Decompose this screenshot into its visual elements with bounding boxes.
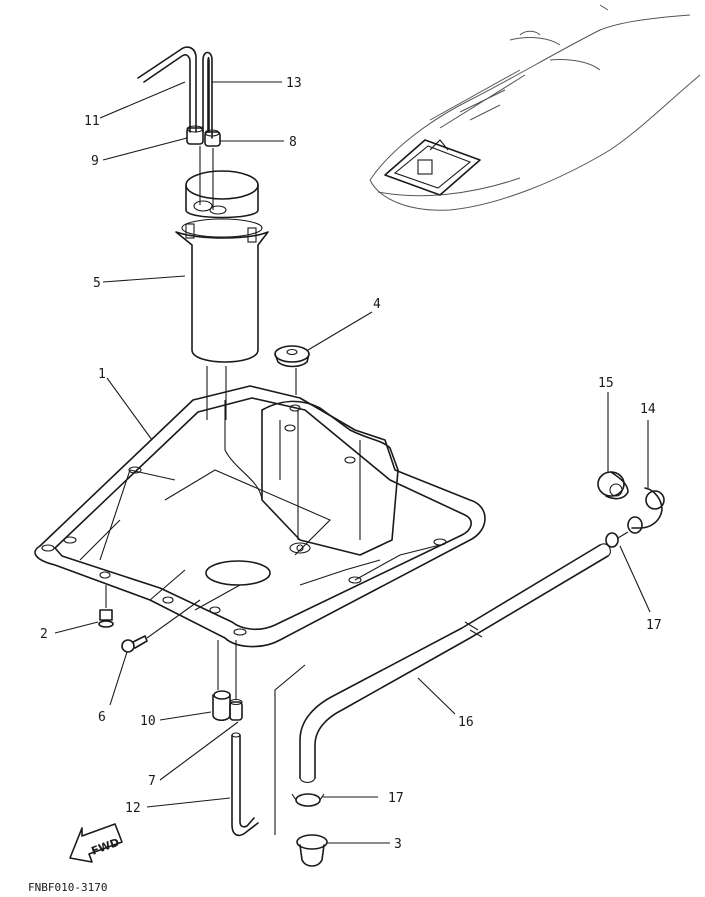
vent-tube-13 — [202, 51, 213, 139]
fwd-label: FWD — [90, 836, 121, 858]
callout-15: 15 — [598, 376, 614, 391]
figure-code: FNBF010-3170 — [28, 881, 107, 894]
hose-16 — [299, 543, 611, 784]
cap-15 — [597, 471, 629, 500]
fitting-8 — [204, 129, 221, 147]
screw-6 — [121, 599, 201, 653]
leader-lines — [54, 81, 651, 844]
callout-3: 3 — [394, 837, 402, 852]
callout-2: 2 — [40, 627, 48, 642]
tray-1 — [34, 385, 486, 648]
callout-6: 6 — [98, 710, 106, 725]
callout-4: 4 — [373, 297, 381, 312]
fitting-guide-lines — [199, 146, 214, 210]
clamp-17-upper — [605, 531, 629, 548]
callout-13: 13 — [286, 76, 302, 91]
screw-2 — [98, 585, 114, 628]
callout-11: 11 — [84, 114, 100, 129]
fwd-arrow: FWD — [69, 823, 123, 863]
callout-16: 16 — [458, 715, 474, 730]
callout-17-lower: 17 — [388, 791, 404, 806]
grommet-3 — [274, 664, 328, 867]
elbow-14 — [627, 487, 665, 534]
vent-tube-11 — [137, 46, 197, 133]
callout-8: 8 — [289, 135, 297, 150]
fitting-9 — [186, 125, 204, 145]
callout-9: 9 — [91, 154, 99, 169]
grommet-4 — [274, 345, 310, 540]
drain-tube-12 — [231, 732, 259, 837]
fitting-7 — [229, 698, 243, 721]
callout-5: 5 — [93, 276, 101, 291]
clamp-17-lower — [291, 793, 325, 807]
callout-labels: 11 13 9 8 5 4 1 15 14 2 6 10 7 12 17 16 … — [40, 76, 662, 852]
callout-10: 10 — [140, 714, 156, 729]
fitting-10 — [212, 640, 237, 722]
canister-5 — [175, 170, 269, 420]
hull-inset-sketch — [369, 4, 701, 211]
callout-1: 1 — [98, 367, 106, 382]
callout-7: 7 — [148, 774, 156, 789]
callout-14: 14 — [640, 402, 656, 417]
callout-17-upper: 17 — [646, 618, 662, 633]
callout-12: 12 — [125, 801, 141, 816]
